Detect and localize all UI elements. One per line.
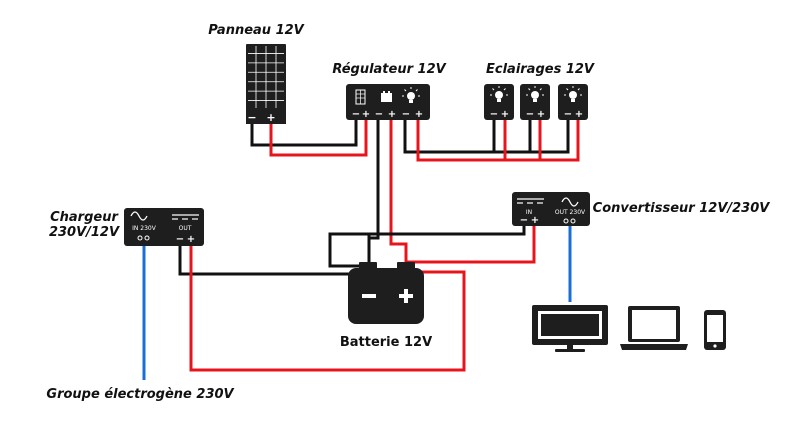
solar-panel: Panneau 12V − + (208, 23, 305, 124)
reg-panel-plus: + (362, 109, 370, 120)
panel-negative-wire (250, 118, 358, 147)
battery-minus-sign (362, 294, 376, 298)
light-3: −+ (558, 84, 588, 120)
converter-negative-loop (328, 232, 369, 268)
light-minus: − (490, 109, 498, 120)
converter-sine-wave-icon (561, 197, 579, 207)
smartphone-icon (704, 310, 726, 350)
reg-batt-plus: + (388, 109, 396, 120)
converter-negative-wire (367, 223, 526, 266)
charger-minus: − (176, 234, 184, 245)
regulator: Régulateur 12V − + − + − + (332, 62, 447, 120)
charger-plus: + (187, 234, 195, 245)
reg-load-plus: + (415, 109, 423, 120)
regulator-icon (355, 89, 366, 105)
battery-icon (381, 91, 392, 102)
converter-plus: + (531, 215, 539, 226)
battery-label: Batterie 12V (340, 335, 432, 350)
charger-positive-wire (189, 246, 466, 372)
battery-positive-wire (389, 118, 408, 266)
light-plus: + (501, 109, 509, 120)
charger-out-label: OUT (179, 225, 192, 232)
laptop-icon (620, 306, 688, 350)
light-1: −+ (484, 84, 514, 120)
light-minus: − (526, 109, 534, 120)
lights-positive-wire (416, 118, 580, 162)
panel-label: Panneau 12V (208, 23, 304, 38)
light-bulb-icon (564, 86, 582, 102)
tv-icon (532, 305, 608, 352)
reg-batt-minus: − (375, 109, 383, 120)
reg-panel-minus: − (352, 109, 360, 120)
light-bulb-icon (526, 86, 544, 102)
reg-load-minus: − (402, 109, 410, 120)
regulator-label: Régulateur 12V (332, 62, 446, 77)
converter-label: Convertisseur 12V/230V (593, 201, 771, 216)
charger-label-line1: Chargeur (50, 210, 119, 225)
converter-positive-wire (404, 223, 536, 266)
lights-negative-wire (403, 118, 570, 154)
generator-label: Groupe électrogène 230V (46, 387, 234, 402)
solar-panel-icon (248, 46, 284, 108)
battery-plus-sign (404, 289, 408, 303)
converter-out-label: OUT 230V (555, 209, 586, 216)
panel-positive-wire (269, 118, 368, 157)
lights-label: Eclairages 12V (486, 62, 595, 77)
lights-group: −+−+−+ (484, 84, 588, 120)
light-bulb-icon (490, 86, 508, 102)
panel-plus: + (266, 111, 275, 124)
light-bulb-icon (402, 87, 420, 103)
light-plus: + (537, 109, 545, 120)
charger-in-label: IN 230V (132, 225, 157, 232)
charger-label-line2: 230V/12V (49, 225, 120, 240)
converter-minus: − (520, 215, 528, 226)
converter-in-label: IN (526, 209, 532, 216)
charger-negative-wire (178, 246, 371, 276)
panel-minus: − (247, 111, 256, 124)
charger: Chargeur 230V/12V IN 230V OUT − + (49, 208, 204, 246)
sine-wave-icon (130, 211, 148, 221)
light-minus: − (564, 109, 572, 120)
light-plus: + (575, 109, 583, 120)
light-2: −+ (520, 84, 550, 120)
battery: Batterie 12V (340, 262, 432, 350)
converter: Convertisseur 12V/230V IN − + OUT 230V (512, 192, 770, 226)
